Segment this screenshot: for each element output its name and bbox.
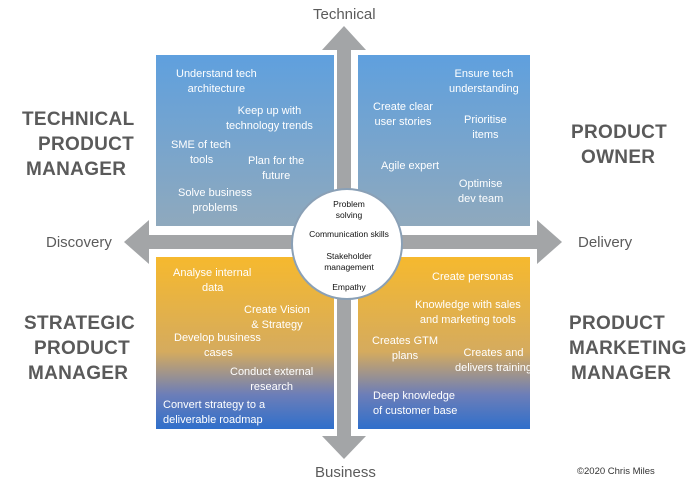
quadrant-strategic-product-manager	[156, 257, 334, 429]
role-line: OWNER	[581, 147, 656, 168]
arrow-right-icon	[537, 220, 562, 264]
skill-empathy: Empathy	[332, 282, 366, 292]
role-line: MANAGER	[571, 363, 672, 384]
quadrant-item: Knowledge with sales and marketing tools	[415, 299, 521, 326]
arrow-up-icon	[322, 26, 366, 50]
quadrant-item: Analyse internal data	[173, 267, 252, 294]
skill-stakeholder-management: Stakeholder management	[324, 251, 374, 272]
role-line: PRODUCT	[569, 313, 666, 334]
role-product-marketing-manager: PRODUCT MARKETING MANAGER	[569, 311, 687, 386]
quadrant-item: Agile expert	[381, 160, 440, 172]
role-line: PRODUCT	[34, 338, 131, 359]
quadrant-item: Conduct external research	[230, 366, 314, 393]
role-line: TECHNICAL	[22, 109, 135, 130]
role-line: PRODUCT	[571, 122, 668, 143]
quadrant-item: Understand tech architecture	[176, 68, 257, 95]
role-line: MARKETING	[569, 338, 687, 359]
skill-problem-solving: Problem solving	[333, 199, 365, 220]
quadrant-item: Create Vision & Strategy	[244, 304, 310, 331]
role-line: STRATEGIC	[24, 313, 136, 334]
arrow-left-icon	[124, 220, 149, 264]
axis-label-technical: Technical	[313, 6, 376, 23]
quadrant-item: SME of tech tools	[171, 139, 231, 166]
skill-communication: Communication skills	[309, 229, 389, 239]
copyright-text: ©2020 Chris Miles	[577, 466, 655, 477]
quadrant-item: Plan for the future	[248, 155, 305, 182]
quadrant-item: Deep knowledge of customer base	[373, 390, 458, 417]
role-line: MANAGER	[28, 363, 129, 384]
quadrant-item: Ensure tech understanding	[449, 68, 519, 95]
quadrant-item: Creates and delivers training	[455, 347, 533, 374]
quadrant-item: Solve business problems	[178, 187, 252, 214]
quadrant-item: Create clear user stories	[373, 101, 433, 128]
role-strategic-product-manager: STRATEGIC PRODUCT MANAGER	[24, 311, 135, 386]
axis-label-business: Business	[315, 464, 376, 481]
quadrant-item: Keep up with technology trends	[226, 105, 313, 132]
quadrant-item: Convert strategy to a deliverable roadma…	[163, 399, 266, 426]
quadrant-item: Prioritise items	[464, 114, 507, 141]
role-line: MANAGER	[26, 159, 127, 180]
quadrant-product-marketing-manager	[358, 257, 530, 429]
role-product-owner: PRODUCT OWNER	[571, 120, 667, 170]
quadrant-item: Create personas	[432, 271, 514, 283]
quadrant-item: Creates GTM plans	[372, 335, 439, 362]
quadrant-product-owner	[358, 55, 530, 226]
quadrant-item: Optimise dev team	[458, 178, 504, 205]
arrow-down-icon	[322, 436, 366, 459]
core-skills-circle: Problem solving Communication skills Sta…	[291, 188, 403, 300]
axis-label-delivery: Delivery	[578, 234, 633, 251]
role-technical-product-manager: TECHNICAL PRODUCT MANAGER	[22, 107, 134, 182]
quadrant-technical-product-manager	[156, 55, 334, 226]
axis-label-discovery: Discovery	[46, 234, 112, 251]
role-line: PRODUCT	[38, 134, 135, 155]
quadrant-item: Develop business cases	[174, 332, 261, 359]
